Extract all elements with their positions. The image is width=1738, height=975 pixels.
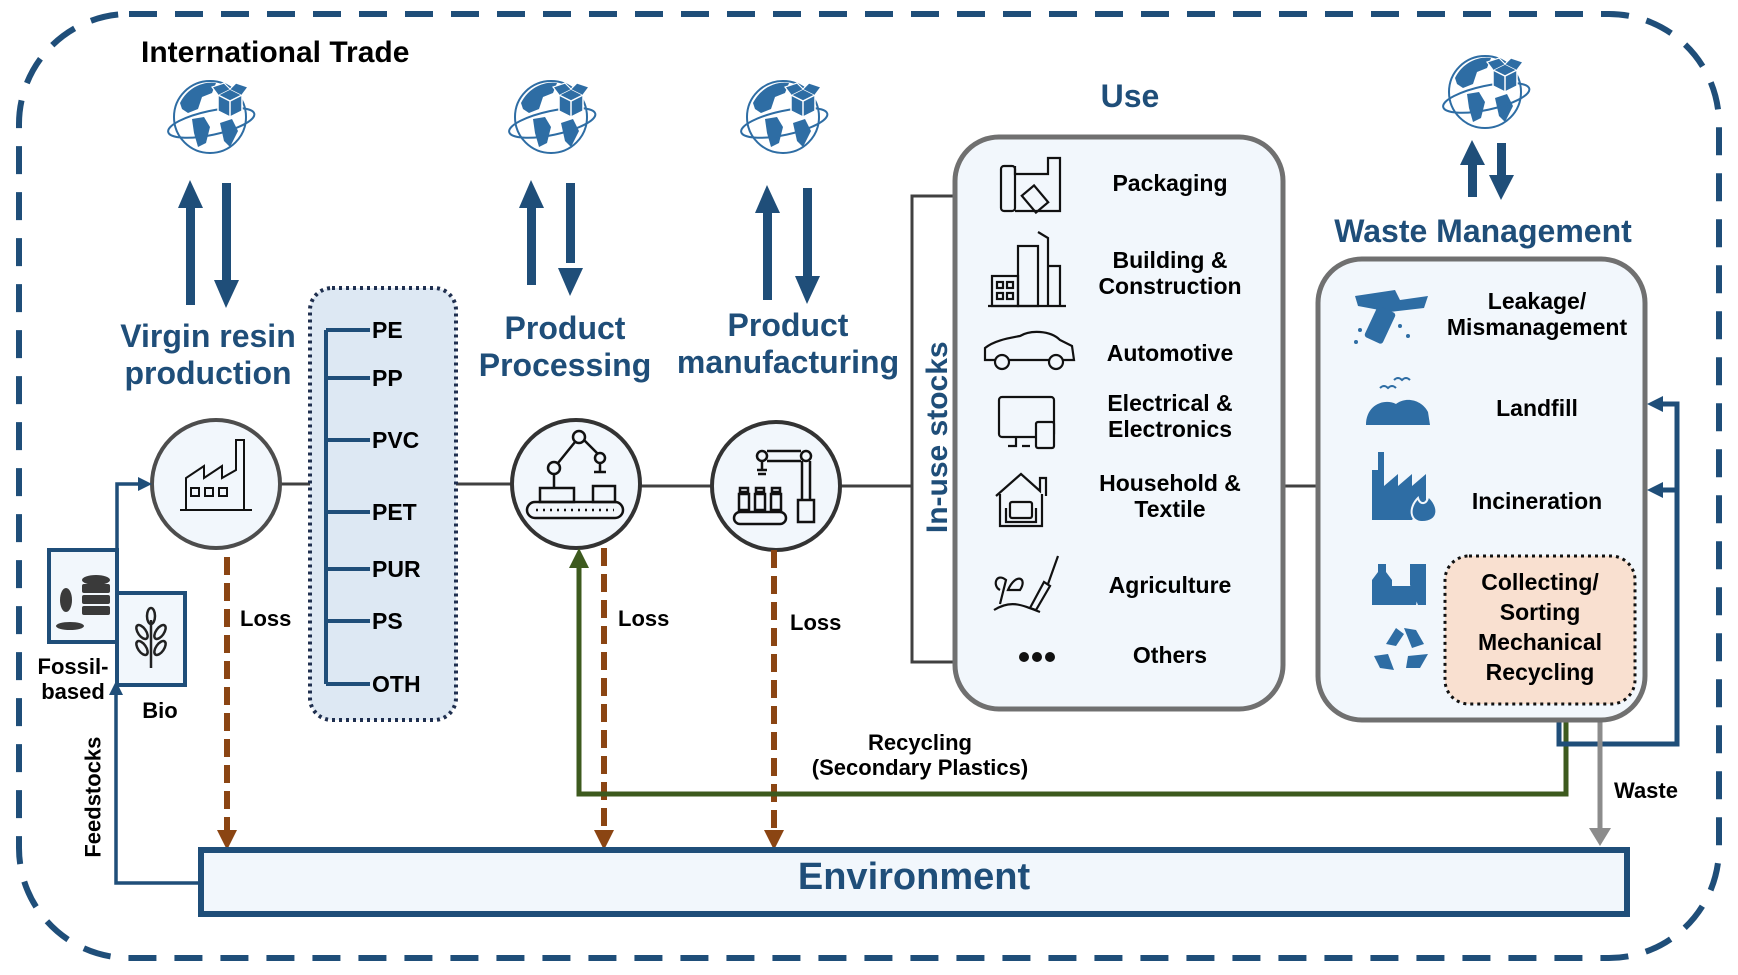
use-sector-line: Building & [1112,247,1228,273]
trade-arrows-virgin [178,180,239,308]
resin-type-pet: PET [372,499,417,525]
loss-label-virgin: Loss [240,606,292,631]
waste-route-label: Leakage/Mismanagement [1432,288,1642,341]
use-sector-line: Electronics [1108,416,1232,443]
processing-node [510,418,642,550]
use-sector-line: Packaging [1112,170,1228,196]
loss-label-processing: Loss [618,606,670,631]
residue-flow [1556,401,1680,747]
globe-trade-icon [164,80,258,154]
loss-arrowhead [764,830,784,850]
system-boundary [16,11,1722,961]
loss-arrowhead [217,830,237,850]
oil-barrels-icon [56,575,110,630]
buildings-icon [988,231,1066,308]
use-sector-label: Household &Textile [1070,470,1270,523]
factory-icon [180,439,252,511]
resin-type-pe: PE [372,317,403,343]
resin-type-pvc: PVC [372,427,420,453]
waste-route-line: Incineration [1471,488,1603,514]
resin-type-ps: PS [372,608,403,634]
house-icon [995,472,1048,528]
car-icon [983,330,1076,371]
waste-route-line: Landfill [1496,395,1578,421]
international-trade-title: International Trade [141,36,410,69]
bio-label: Bio [142,698,178,723]
environment-label: Environment [797,856,1031,898]
feedstocks-label: Feedstocks [80,736,106,858]
environment-box [198,847,1630,917]
use-sector-line: Textile [1134,496,1206,523]
manufacturing-node [710,420,842,552]
waste-route-label: Landfill [1432,395,1642,421]
resin-types-box [308,286,458,722]
plant-trowel-icon [993,555,1060,614]
main-flow-lines [280,194,1318,664]
wheat-icon [135,606,167,668]
trade-arrows-waste [1460,140,1514,200]
waste-label: Waste [1614,778,1678,803]
robot-arm-conveyor-icon [525,429,625,520]
trade-arrows-manufacturing [755,185,820,304]
incinerator-fire-icon [1372,452,1438,524]
use-sector-line: Agriculture [1108,572,1232,598]
bottling-robot-icon [732,449,816,526]
use-sector-label: Electrical &Electronics [1070,390,1270,443]
use-sector-line: Electrical & [1107,390,1233,416]
use-sector-label: Agriculture [1070,572,1270,598]
waste-bin-bottles-icon [1372,564,1426,605]
fossil-label: Fossil-based [37,654,109,705]
ocean-bottle-icon [1354,290,1428,344]
loss-arrowhead [594,830,614,850]
use-sector-line: Household & [1099,470,1241,496]
waste-route-label: Incineration [1432,488,1642,514]
recycle-icon [1374,628,1428,670]
recycling-box [1443,554,1637,706]
recycling-label: Recycling(Secondary Plastics) [811,730,1029,781]
feedstock-to-resin-flow [115,482,140,550]
globe-trade-icon [505,80,599,154]
use-sector-label: Building &Construction [1070,247,1270,300]
virgin-resin-node [150,418,282,550]
computer-devices-icon [997,395,1056,450]
trade-arrows-processing [519,180,583,296]
waste-route-line: Mismanagement [1446,314,1628,341]
globe-trade-icon [737,80,831,154]
use-sector-label: Others [1070,642,1270,668]
use-sector-label: Packaging [1070,170,1270,196]
use-title: Use [1100,78,1160,114]
use-sector-line: Others [1132,642,1208,668]
resin-tree [324,328,370,686]
in-use-stocks-label: In-use stocks [920,341,954,534]
loss-flows [224,548,777,835]
use-sector-line: Automotive [1106,340,1234,366]
feedstock-flow [114,690,199,885]
globe-trade-icon [1439,55,1533,129]
resin-type-pp: PP [372,365,403,391]
resin-type-pur: PUR [372,556,421,582]
waste-management-title: Waste Management [1334,213,1632,249]
ellipsis-icon [1019,652,1055,662]
use-sector-label: Automotive [1070,340,1270,366]
use-sector-line: Construction [1098,273,1242,300]
resin-type-oth: OTH [372,671,421,697]
recycling-flow [576,565,1569,797]
packaging-icon [999,156,1062,215]
landfill-icon [1366,377,1430,425]
loss-label-manufacturing: Loss [790,610,842,635]
waste-route-line: Leakage/ [1487,288,1587,314]
